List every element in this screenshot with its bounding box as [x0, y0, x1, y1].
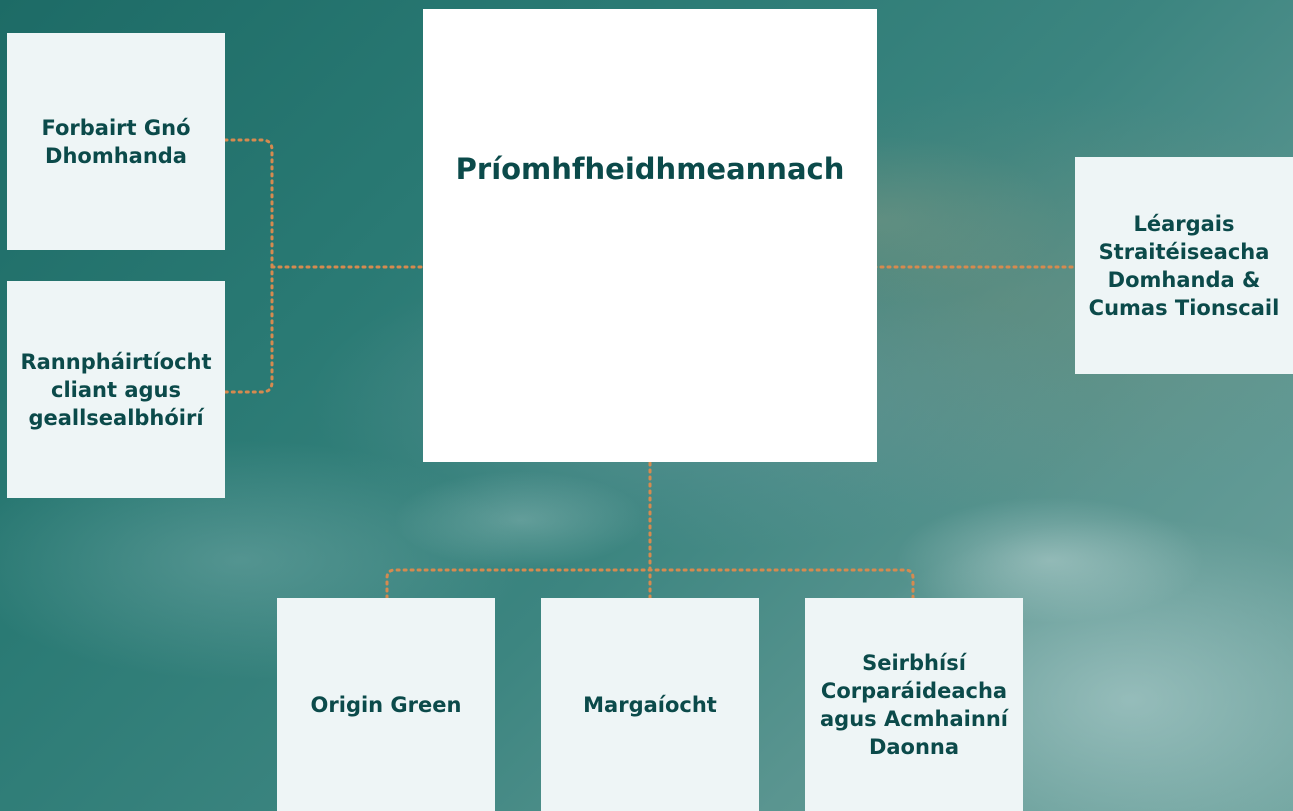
bottom-box-1: Origin Green: [277, 598, 495, 811]
left-box-1-label: Forbairt Gnó Dhomhanda: [41, 115, 191, 168]
bottom-box-2: Margaíocht: [541, 598, 759, 811]
right-box: Léargais Straitéiseacha Domhanda & Cumas…: [1075, 157, 1293, 374]
bottom-box-2-label: Margaíocht: [583, 692, 717, 717]
connector-bottom-bracket: [385, 568, 915, 600]
left-box-1: Forbairt Gnó Dhomhanda: [7, 33, 225, 250]
center-box: Príomhfheidhmeannach: [423, 9, 877, 462]
bottom-box-3: Seirbhísí Corparáideacha agus Acmhainní …: [805, 598, 1023, 811]
right-box-label: Léargais Straitéiseacha Domhanda & Cumas…: [1088, 211, 1280, 320]
center-label: Príomhfheidhmeannach: [455, 152, 845, 186]
left-box-2-label: Rannpháirtíocht cliant agus geallsealbhó…: [20, 349, 212, 430]
left-box-2: Rannpháirtíocht cliant agus geallsealbhó…: [7, 281, 225, 498]
connector-left-bracket: [223, 138, 274, 394]
bottom-box-1-label: Origin Green: [310, 692, 462, 717]
bottom-box-3-label: Seirbhísí Corparáideacha agus Acmhainní …: [820, 650, 1008, 759]
